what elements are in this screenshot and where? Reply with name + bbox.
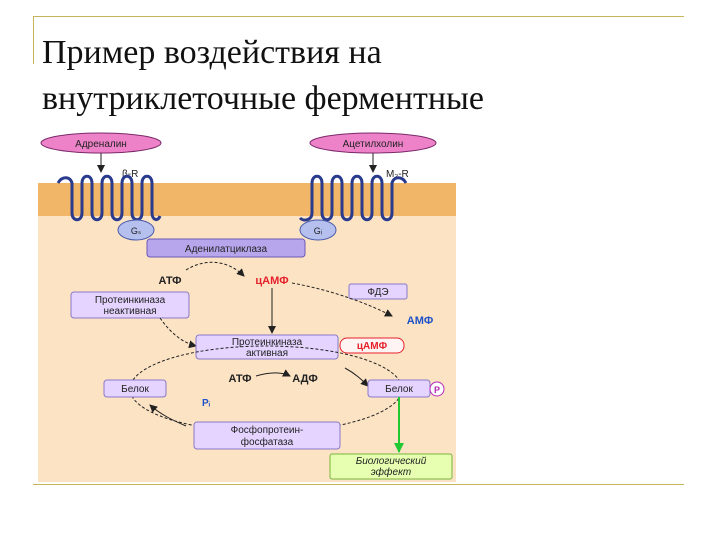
pk-inactive-label-2: неактивная [103,306,156,317]
frame-line-top [33,16,684,17]
beta-receptor-label: β-R [122,169,138,180]
gi-label: Gᵢ [314,226,322,236]
amp-label: АМФ [407,315,434,327]
effect-label-1: Биологический [356,456,427,467]
m-receptor-chain [298,174,408,222]
adrenalin-label: Адреналин [75,139,127,150]
pk-inactive-to-active-arrow [159,317,197,349]
atp-to-camp-arrow [185,261,245,277]
pde-label: ФДЭ [367,287,388,298]
frame-line-bottom [33,484,684,485]
phosphate-label: P [434,385,440,395]
protein-left-box [103,379,167,398]
biological-effect-box [329,453,453,480]
pi-label: Pᵢ [202,398,211,409]
pk-active-label-1: Протеинкиназа [232,337,303,348]
camp-to-amp-arrow [291,282,393,317]
protein-right-label: Белок [385,384,413,395]
effect-label-2: эффект [371,466,411,478]
gi-protein [299,219,337,241]
camp-top-label: цАМФ [255,275,288,287]
pk-inactive-box [70,291,190,319]
pk-active-label-2: активная [246,348,288,359]
atp-top-label: АТФ [158,275,181,287]
pk-active-box [195,334,339,360]
phosphatase-box [193,421,341,450]
cycle-arrow-left [149,404,187,427]
frame-line-vertical [33,16,34,64]
pde-box [348,283,408,300]
membrane-band [38,183,456,216]
gs-protein [117,219,155,241]
adenylate-cyclase-label: Аденилатциклаза [185,244,268,255]
phosphate-circle [429,381,445,397]
adp-mid-label: АДФ [292,373,317,385]
atp-mid-label: АТФ [228,373,251,385]
camp-bound-label: цАМФ [357,341,388,352]
slide-title: Пример воздействия на внутриклеточные фе… [42,30,682,122]
phosphatase-label-2: фосфатаза [241,436,294,448]
cycle-arrow-right [344,367,369,387]
title-line-2: внутриклеточные ферментные [42,80,484,117]
atp-to-adp-arrow [255,369,291,377]
protein-left-label: Белок [121,384,149,395]
title-line-1: Пример воздействия на [42,34,382,71]
gs-label: Gₛ [131,226,141,236]
acetylcholine-label: Ацетилхолин [343,139,404,150]
beta-receptor-chain [56,174,162,222]
phosphatase-label-1: Фосфопротеин- [231,424,304,436]
pk-inactive-label-1: Протеинкиназа [95,295,166,306]
adenylate-cyclase-box [146,238,306,258]
m-receptor-label: M₂-R [386,169,409,180]
camp-bound-box [339,337,405,354]
